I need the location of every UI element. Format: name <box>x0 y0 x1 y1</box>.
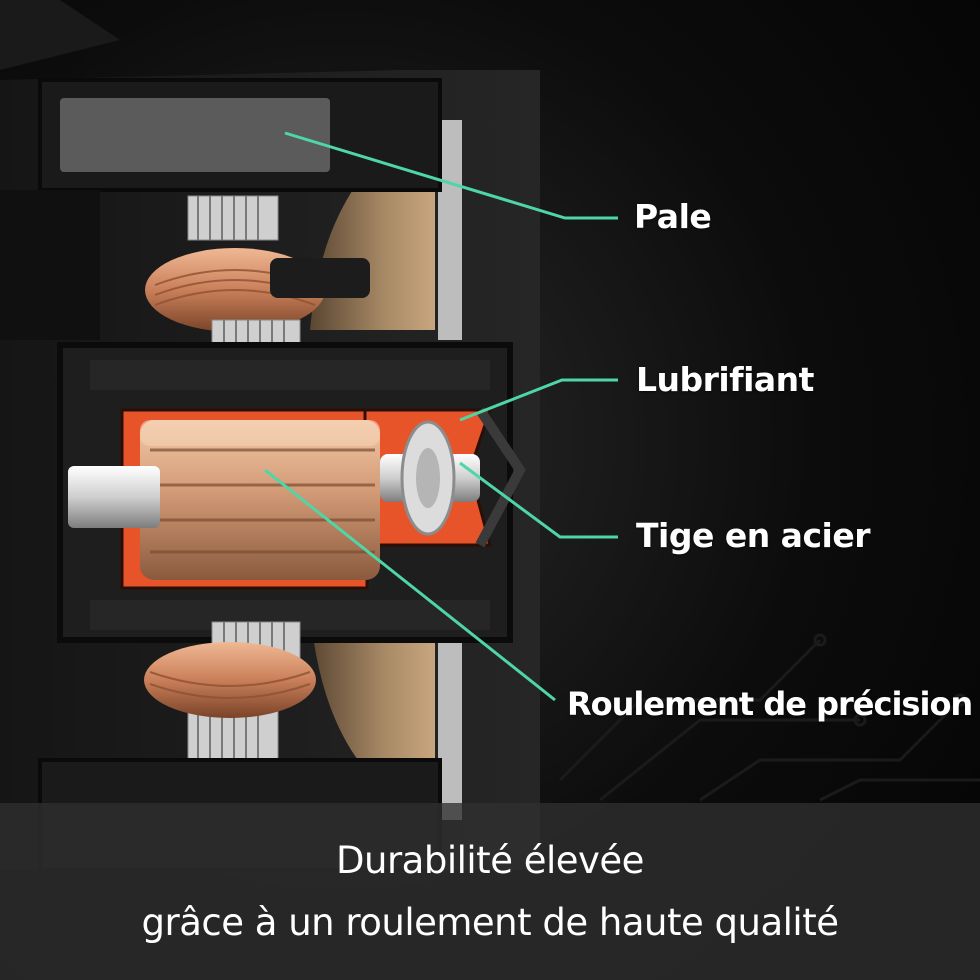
label-bearing: Roulement de précision <box>567 685 973 723</box>
caption-bar <box>0 803 980 980</box>
label-steel-shaft: Tige en acier <box>636 516 870 555</box>
leader-line-bearing <box>264 468 556 702</box>
label-blade: Pale <box>634 197 712 236</box>
leader-line-shaft <box>459 461 618 539</box>
leader-lines <box>264 131 618 702</box>
caption-line-1: Durabilité élevée <box>336 839 644 882</box>
caption-line-2: grâce à un roulement de haute qualité <box>141 901 839 944</box>
label-lubricant: Lubrifiant <box>636 360 814 399</box>
leader-line-blade <box>284 131 618 220</box>
leader-line-lubricant <box>459 378 618 422</box>
